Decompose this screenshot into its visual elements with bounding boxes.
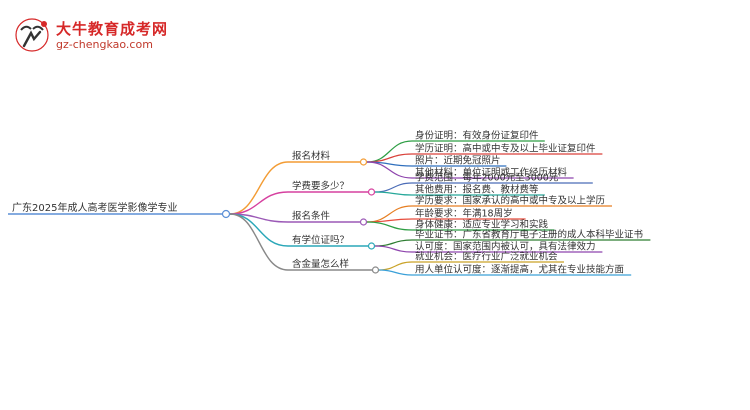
leaf-label: 其他费用：报名费、教材费等 [415,184,539,196]
leaf-connector [366,221,413,231]
leaf-connector [374,182,413,193]
brand-title: 大牛教育成考网 [56,20,169,38]
site-logo[interactable]: 大牛教育成考网 gz-chengkao.com [14,16,214,56]
leaf-label: 学费范围：每年2000元至3000元 [415,172,559,184]
branch-label: 有学位证吗？ [292,234,349,246]
leaf-label: 学历证明：高中或中专及以上毕业证复印件 [415,143,596,155]
leaf-label: 身体健康：适应专业学习和实践 [415,219,549,231]
leaf-connector [378,269,413,276]
leaf-label: 毕业证书：广东省教育厅电子注册的成人本科毕业证书 [415,229,644,241]
branch-node [371,266,380,274]
leaf-connector [378,261,413,271]
leaf-connector [374,191,413,196]
branch-label: 含金量怎么样 [292,258,349,270]
leaf-connector [366,218,413,223]
branch-node [359,158,368,166]
branch-connector [229,213,289,271]
leaf-label: 其他材料：单位证明或工作经历材料 [415,167,568,179]
branch-connector [229,191,289,215]
branch-label: 学费要多少？ [292,180,349,192]
branch-node [367,188,376,196]
leaf-label: 用人单位认可度：逐渐提高，尤其在专业技能方面 [415,264,624,276]
leaf-label: 身份证明：有效身份证复印件 [415,130,539,142]
branch-node [367,242,376,250]
leaf-label: 年龄要求：年满18周岁 [415,208,513,220]
root-node [221,209,231,219]
leaf-connector [374,239,413,247]
bull-logo-icon [15,18,49,52]
brand-url: gz-chengkao.com [56,38,153,51]
branch-label: 报名材料 [292,150,331,162]
leaf-connector [366,140,413,163]
leaf-label: 就业机会：医疗行业广泛就业机会 [415,251,558,263]
branch-connector [229,161,289,215]
leaf-connector [374,245,413,253]
leaf-label: 照片：近期免冠照片 [415,155,501,167]
root-topic: 广东2025年成人高考医学影像学专业 [12,201,177,214]
branch-node [359,218,368,226]
branch-label: 报名条件 [292,210,331,222]
leaf-connector [366,161,413,179]
leaf-label: 认可度：国家范围内被认可，具有法律效力 [415,241,596,253]
leaf-label: 学历要求：国家承认的高中或中专及以上学历 [415,195,605,207]
